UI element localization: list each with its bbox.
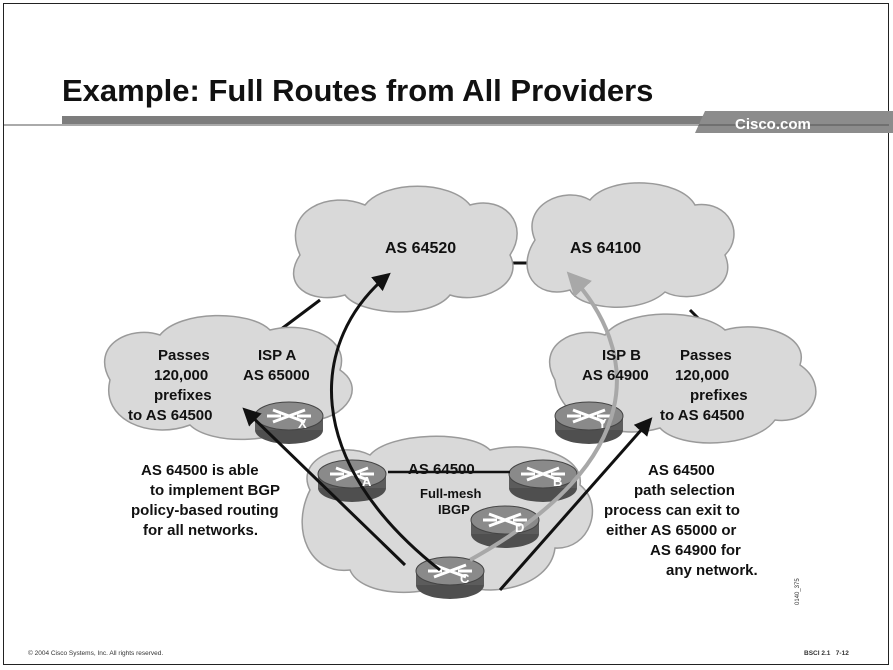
label-right-note-6: any network.: [666, 562, 758, 579]
router-label-c: C: [460, 571, 470, 586]
label-right-note-4: either AS 65000 or: [606, 522, 737, 539]
label-ibgp-1: Full-mesh: [420, 486, 481, 501]
label-right-note-2: path selection: [634, 482, 735, 499]
router-x[interactable]: [253, 400, 325, 446]
label-as-64100: AS 64100: [570, 240, 641, 257]
router-c[interactable]: [414, 555, 486, 601]
label-left-passes-1: Passes: [158, 347, 210, 364]
label-left-passes-2: 120,000: [154, 367, 208, 384]
label-right-passes-2: 120,000: [675, 367, 729, 384]
footer-course-name: BSCI 2.1: [804, 650, 831, 657]
arrow-c-to-as64520: [329, 272, 441, 572]
label-as-64520: AS 64520: [385, 240, 456, 257]
brand-link[interactable]: Cisco.com: [735, 116, 811, 133]
label-isp-a-2: AS 65000: [243, 367, 310, 384]
cloud-as-64520: [293, 185, 518, 313]
label-left-passes-4: to AS 64500: [128, 407, 213, 424]
footer-course: BSCI 2.1 7-12: [804, 650, 849, 657]
label-core-as: AS 64500: [408, 461, 475, 478]
figure-id: 0140_375: [795, 578, 801, 605]
label-right-passes-4: to AS 64500: [660, 407, 745, 424]
router-label-a: A: [362, 474, 372, 489]
labels: AS 64520 AS 64100 ISP A AS 65000 ISP B A…: [128, 240, 801, 605]
label-right-passes-1: Passes: [680, 347, 732, 364]
arrow-c-to-as64100: [469, 271, 619, 562]
footer-copyright: © 2004 Cisco Systems, Inc. All rights re…: [28, 650, 164, 657]
router-label-x: X: [298, 416, 307, 431]
label-isp-b-2: AS 64900: [582, 367, 649, 384]
label-right-passes-3: prefixes: [690, 387, 748, 404]
label-left-note-4: for all networks.: [143, 522, 258, 539]
label-right-note-5: AS 64900 for: [650, 542, 741, 559]
label-left-note-1: AS 64500 is able: [141, 462, 259, 479]
router-label-y: Y: [598, 416, 607, 431]
router-label-b: B: [553, 474, 562, 489]
router-label-d: D: [515, 520, 524, 535]
label-isp-b-1: ISP B: [602, 347, 641, 364]
router-d[interactable]: [469, 504, 541, 550]
page-title: Example: Full Routes from All Providers: [62, 73, 654, 108]
label-left-note-2: to implement BGP: [150, 482, 280, 499]
footer-page-number: 7-12: [835, 650, 849, 657]
header-bar: [4, 111, 893, 133]
arrow-to-isp-b: [498, 417, 653, 591]
arrow-c-to-isp-a: [242, 407, 407, 567]
label-isp-a-1: ISP A: [258, 347, 297, 364]
label-left-passes-3: prefixes: [154, 387, 212, 404]
label-right-note-3: process can exit to: [604, 502, 740, 519]
router-b[interactable]: [507, 458, 579, 504]
label-right-note-1: AS 64500: [648, 462, 715, 479]
route-arrows: [242, 271, 653, 591]
label-ibgp-2: IBGP: [438, 502, 470, 517]
label-left-note-3: policy-based routing: [131, 502, 279, 519]
